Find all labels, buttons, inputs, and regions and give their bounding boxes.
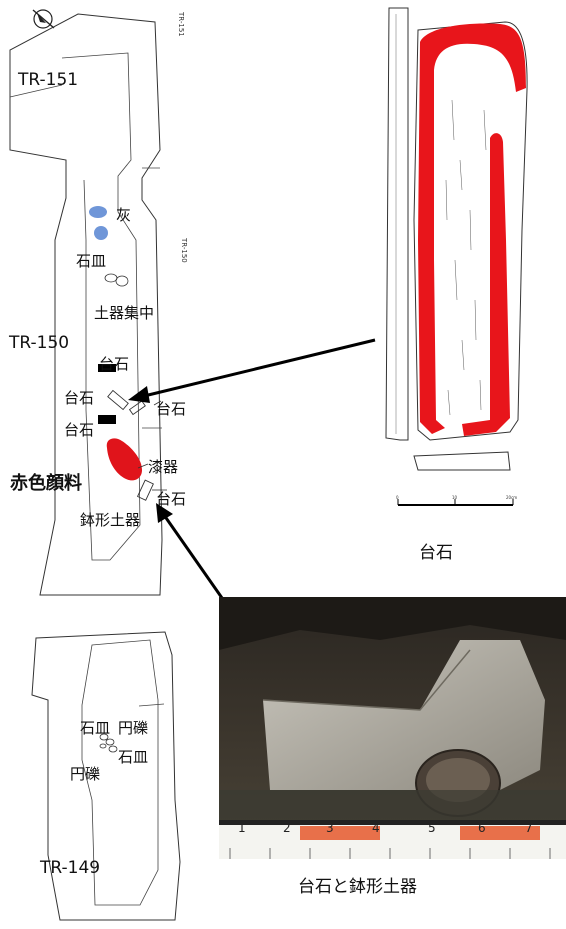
anvil-stone-black-1 xyxy=(98,364,116,372)
label-anvil-4: 台石 xyxy=(64,421,95,439)
trench-label-tr150: TR-150 xyxy=(9,333,70,353)
anvil-stone-black-2 xyxy=(98,415,116,424)
trench-label-tr151-side: TR-151 xyxy=(177,12,185,37)
trench-label-tr150-side: TR-150 xyxy=(180,238,188,263)
trench-label-tr149: TR-149 xyxy=(40,858,101,878)
arrow-photo-to-plan xyxy=(156,503,224,599)
ruler-number-5: 5 xyxy=(428,821,436,835)
excavation-photo xyxy=(219,597,566,859)
red-pigment-area xyxy=(106,438,142,481)
scale-tick-0: 0 xyxy=(396,495,399,500)
label-pottery-cluster: 土器集中 xyxy=(94,304,155,322)
anvil-stone-drawing xyxy=(385,7,528,506)
trench-label-tr151: TR-151 xyxy=(18,70,79,90)
arrow-drawing-to-plan xyxy=(128,338,376,403)
ruler-number-4: 4 xyxy=(372,821,380,835)
ruler-number-1: 1 xyxy=(238,821,246,835)
scale-tick-20cm: 20cm xyxy=(506,495,518,500)
ruler-number-6: 6 xyxy=(478,821,486,835)
label-anvil-5: 台石 xyxy=(156,490,187,508)
photo-caption: 台石と鉢形土器 xyxy=(298,877,417,897)
label-stone-plate-lower-1: 石皿 xyxy=(80,719,111,737)
ruler-number-3: 3 xyxy=(326,821,334,835)
trench-outline-upper xyxy=(9,13,163,596)
label-anvil-3: 台石 xyxy=(156,400,187,418)
ash-blob-1 xyxy=(89,206,107,218)
label-anvil-1: 台石 xyxy=(99,355,130,373)
ash-blob-2 xyxy=(94,226,108,240)
label-stone-plate: 石皿 xyxy=(76,252,107,270)
ruler-number-7: 7 xyxy=(525,821,533,835)
drawing-caption: 台石 xyxy=(419,543,453,563)
label-bowl-pottery: 鉢形土器 xyxy=(80,511,141,529)
label-round-gravel-2: 円礫 xyxy=(70,765,101,783)
label-anvil-2: 台石 xyxy=(64,389,95,407)
ruler-number-2: 2 xyxy=(283,821,291,835)
label-red-pigment: 赤色顔料 xyxy=(10,473,82,494)
label-stone-plate-lower-2: 石皿 xyxy=(118,748,149,766)
label-round-gravel-1: 円礫 xyxy=(118,719,149,737)
label-lacquerware: 漆器 xyxy=(148,458,179,476)
north-arrow-icon xyxy=(32,9,55,29)
scale-tick-10: 10 xyxy=(452,495,458,500)
label-ash: 灰 xyxy=(116,206,132,224)
trench-outline-lower xyxy=(31,631,181,921)
